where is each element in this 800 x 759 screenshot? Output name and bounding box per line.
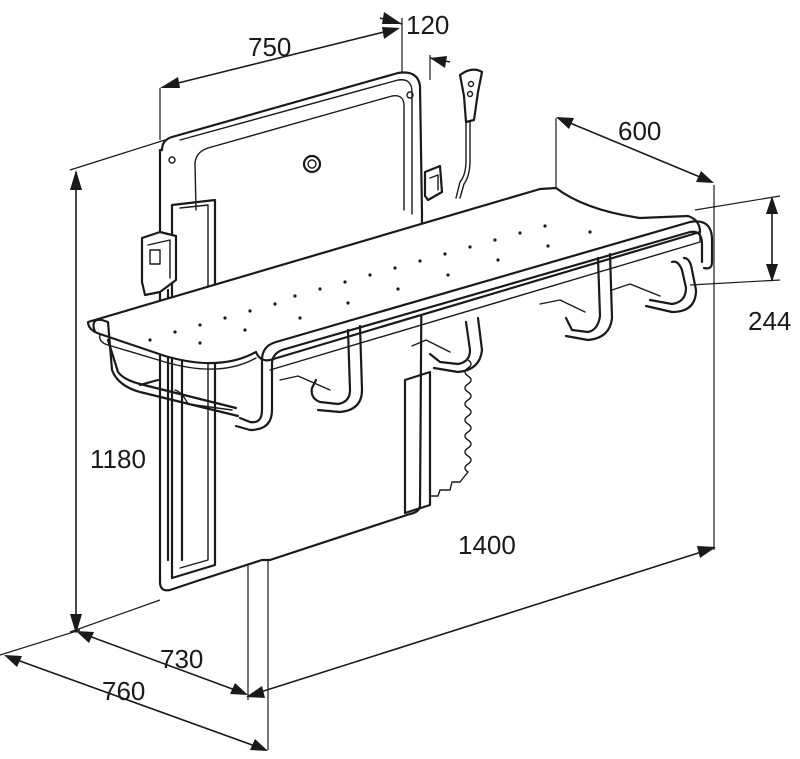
dim-label-1180: 1180 <box>90 444 146 474</box>
dim-760: 760 <box>4 655 268 751</box>
dim-label-730: 730 <box>160 644 203 674</box>
wall-brackets <box>140 164 444 297</box>
dim-1180: 1180 <box>70 170 146 634</box>
rail-hooks <box>279 252 698 414</box>
front-rail <box>92 220 714 432</box>
dim-label-600: 600 <box>618 116 661 146</box>
dim-1400: 1400 <box>246 530 716 698</box>
dim-label-120: 120 <box>406 10 449 40</box>
wall-socket-icon <box>302 154 322 174</box>
dim-600: 600 <box>556 116 714 183</box>
dim-label-1400: 1400 <box>458 530 516 560</box>
dim-label-760: 760 <box>102 676 145 706</box>
coiled-cable <box>429 359 472 497</box>
hand-control <box>455 68 484 199</box>
dim-label-750: 750 <box>248 32 291 62</box>
dim-120: 120 <box>379 10 451 68</box>
dim-244: 244 <box>748 196 791 336</box>
perforation-dots <box>148 224 592 345</box>
dim-label-244: 244 <box>748 306 791 336</box>
dim-750: 750 <box>160 27 400 88</box>
dim-730: 730 <box>76 631 248 695</box>
